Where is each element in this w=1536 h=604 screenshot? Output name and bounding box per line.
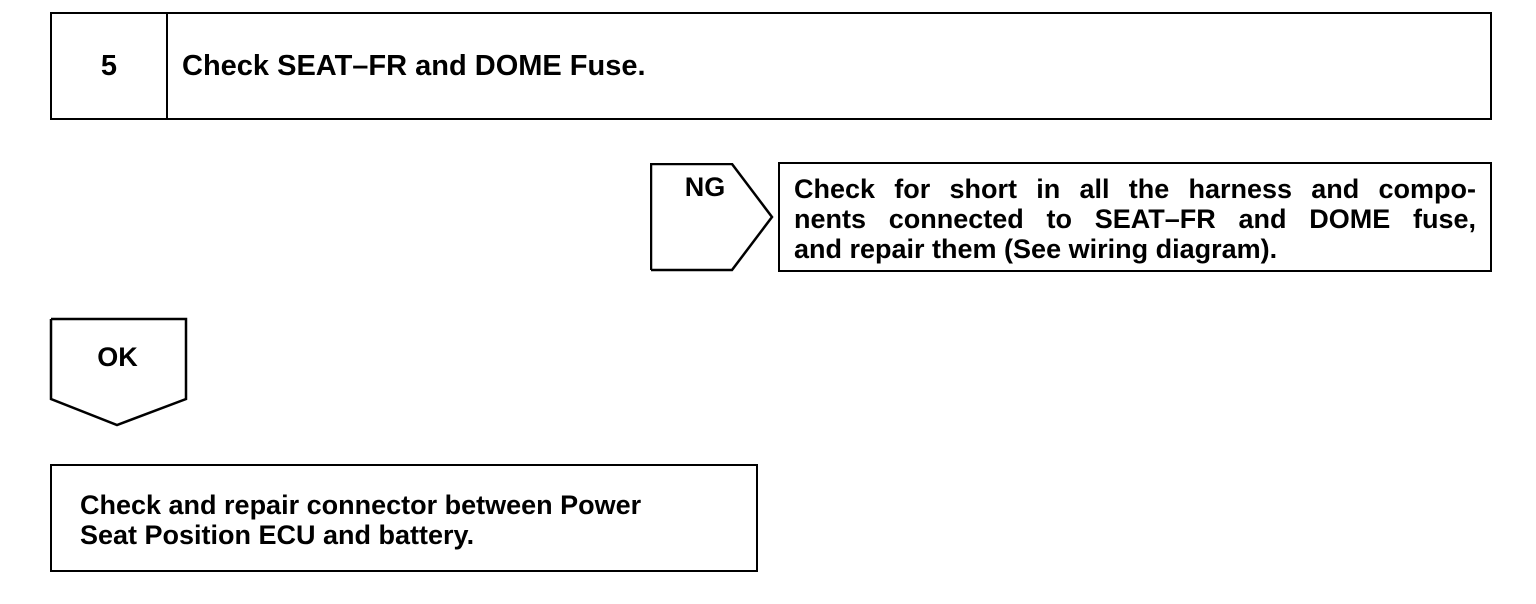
ng-action-line: and repair them (See wiring diagram). [794,234,1278,264]
ok-action-box: Check and repair connector between Power… [50,464,758,572]
step-header-box: 5 Check SEAT–FR and DOME Fuse. [50,12,1492,120]
ok-label: OK [97,342,138,372]
ok-action-line: Seat Position ECU and battery. [80,520,475,550]
ok-arrow-icon [49,317,188,427]
ng-action-line: Check for short in all the harness and c… [794,174,1476,204]
ng-label: NG [684,172,726,202]
ng-action-line: nents connected to SEAT–FR and DOME fuse… [794,204,1476,234]
step-number: 5 [52,14,168,118]
step-title: Check SEAT–FR and DOME Fuse. [182,49,646,82]
ok-action-line: Check and repair connector between Power [80,490,642,520]
ng-arrow-icon [650,163,774,272]
ng-action-box: Check for short in all the harness and c… [778,162,1492,272]
